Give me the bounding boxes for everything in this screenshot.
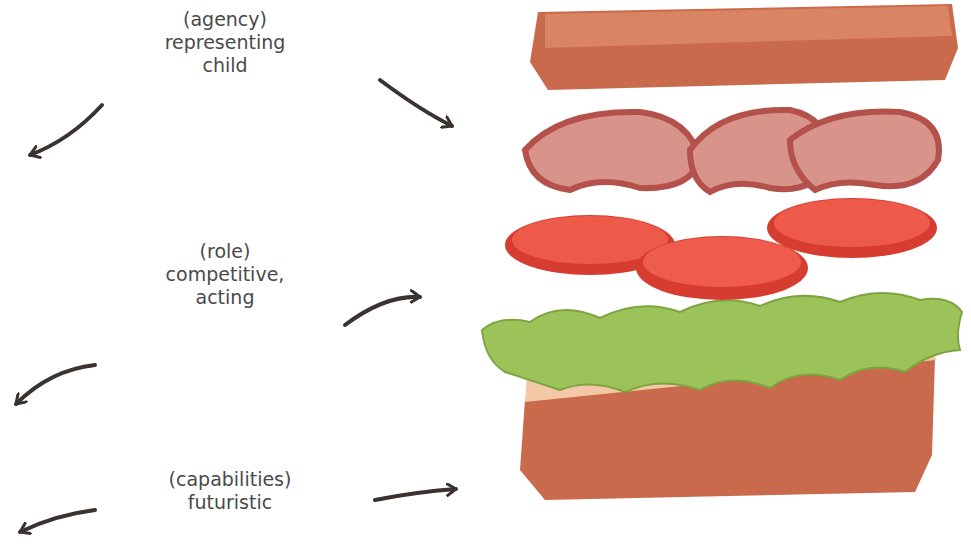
tomatoes: [505, 198, 937, 300]
tomato-slice: [767, 198, 937, 258]
arrow: [380, 80, 452, 126]
ham-slice: [790, 112, 939, 190]
tomato-slice: [774, 199, 930, 247]
top-bread: [530, 4, 958, 90]
tomato-slice: [636, 236, 808, 300]
bread-face: [545, 6, 952, 48]
tomato-slice: [643, 237, 801, 287]
annotation-label: (role) competitive, acting: [150, 240, 300, 309]
arrow: [30, 105, 102, 155]
bread-crust: [530, 4, 958, 90]
arrow: [16, 365, 95, 404]
arrow: [375, 489, 456, 500]
lettuce: [482, 293, 962, 392]
annotation-label: (agency) representing child: [150, 8, 300, 77]
ham-slice: [525, 112, 700, 190]
arrows: [16, 80, 456, 532]
annotation-label: (capabilities) futuristic: [155, 468, 305, 514]
ham: [525, 110, 939, 192]
arrow: [20, 510, 95, 532]
arrow: [345, 297, 420, 325]
